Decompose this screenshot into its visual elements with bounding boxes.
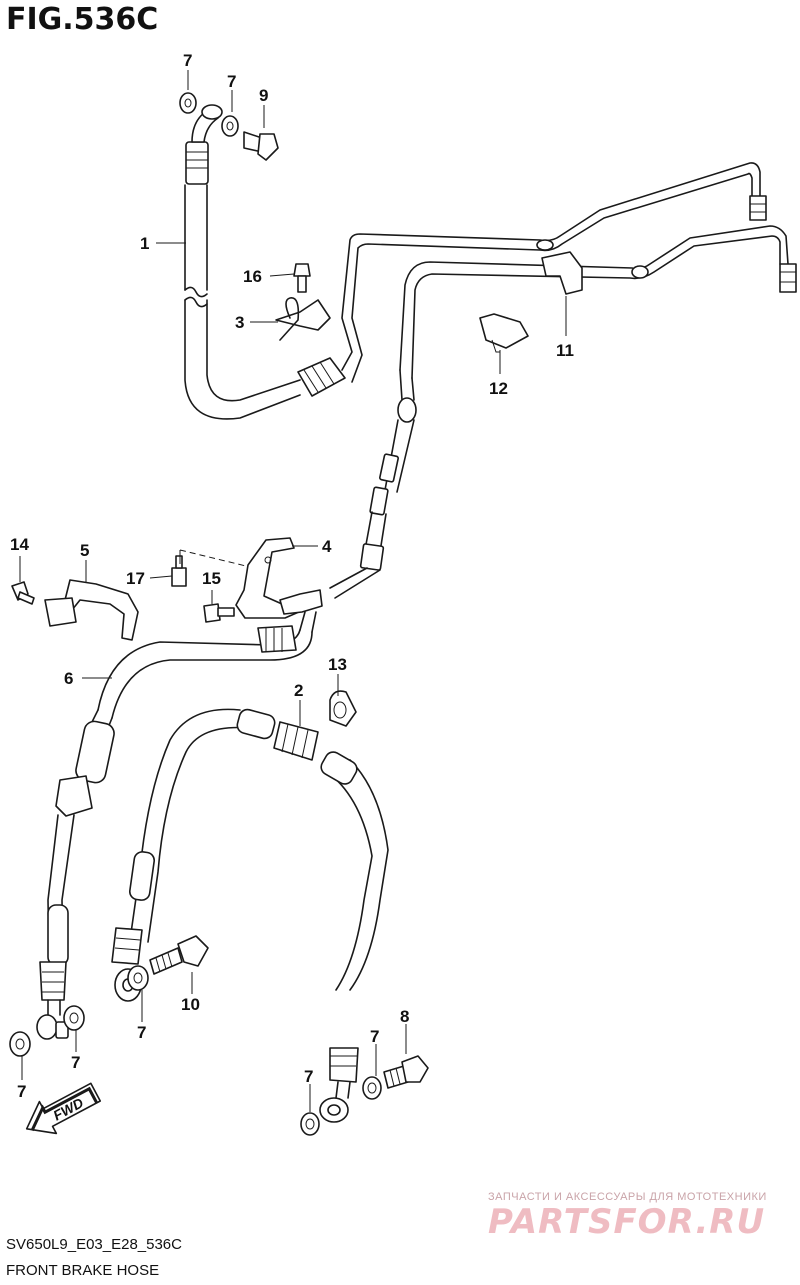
callout-1: 1	[140, 234, 149, 253]
leader-lines	[19, 70, 567, 1112]
callout-11: 11	[556, 341, 574, 360]
callout-7: 7	[183, 51, 192, 70]
hose-1	[184, 104, 767, 420]
washers-bolts	[9, 92, 583, 1136]
callout-2: 2	[294, 681, 303, 700]
clamp-5	[44, 579, 139, 641]
figure-code: SV650L9_E03_E28_536C	[6, 1236, 182, 1253]
callout-13: 13	[328, 655, 347, 674]
callout-7: 7	[137, 1023, 146, 1042]
hose-6	[36, 625, 313, 1040]
figure-subtitle: FRONT BRAKE HOSE	[6, 1262, 160, 1279]
callout-10: 10	[181, 995, 200, 1014]
bracket-4	[235, 537, 323, 633]
callout-15: 15	[202, 569, 221, 588]
callout-7: 7	[17, 1082, 26, 1101]
callout-3: 3	[235, 313, 244, 332]
callouts: 7 7 9 1 16 3 11 12 14 5 17 15 4 6 13 2 1…	[10, 51, 574, 1101]
callout-14: 14	[10, 535, 29, 554]
brake-pipe	[329, 225, 797, 599]
callout-4: 4	[322, 537, 332, 556]
callout-7: 7	[71, 1053, 80, 1072]
callout-7: 7	[227, 72, 236, 91]
callout-17: 17	[126, 569, 145, 588]
hose-2	[111, 708, 389, 1123]
callout-9: 9	[259, 86, 268, 105]
callout-6: 6	[64, 669, 73, 688]
callout-16: 16	[243, 267, 262, 286]
callout-7: 7	[304, 1067, 313, 1086]
callout-5: 5	[80, 541, 89, 560]
callout-12: 12	[489, 379, 508, 398]
callout-8: 8	[400, 1007, 409, 1026]
watermark-logo: PARTSFOR.RU	[488, 1202, 766, 1242]
watermark-tagline: ЗАПЧАСТИ И АКСЕССУАРЫ ДЛЯ МОТОТЕХНИКИ	[488, 1191, 767, 1203]
figure-title: FIG.536C	[6, 2, 159, 37]
callout-7: 7	[370, 1027, 379, 1046]
fwd-arrow: FWD	[25, 1082, 102, 1135]
